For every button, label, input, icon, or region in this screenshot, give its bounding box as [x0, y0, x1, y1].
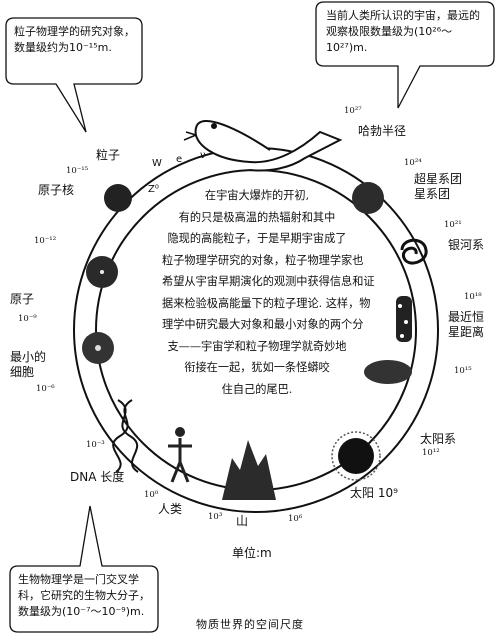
center-paragraph: 在宇宙大爆炸的开初, 有的只是极高温的热辐射和其中 隐现的高能粒子，于是早期宇宙… — [162, 185, 375, 400]
callout-top-right-bubble — [315, 1, 495, 109]
tick-e12: 10¹² — [422, 448, 440, 458]
label-solar-system: 太阳系 — [420, 432, 457, 446]
tick-em3: 10⁻³ — [86, 440, 105, 450]
tick-e15: 10¹⁵ — [454, 366, 472, 376]
figure-caption: 物质世界的空间尺度 — [196, 618, 304, 631]
tick-e6: 10⁶ — [288, 514, 303, 524]
label-galaxy: 银河系 — [448, 238, 485, 252]
center-line: 支——宇宙学和粒子物理学就奇妙地 — [167, 339, 347, 353]
atom-icon-center — [100, 270, 104, 274]
label-atom: 原子 — [10, 292, 35, 306]
symbol-z: Z⁰ — [148, 184, 159, 195]
callout-bottom-left-bubble — [9, 505, 159, 633]
snake-tongue — [183, 131, 197, 141]
callout-bottom-left-text: 生物物理学是一门交叉学科，它研究的生物大分子，数量级为(10⁻⁷～10⁻⁹)m. — [18, 573, 150, 618]
tick-em15: 10⁻¹⁵ — [66, 166, 89, 176]
human-figure-icon — [168, 427, 192, 483]
center-line: 在宇宙大爆炸的开初, — [204, 189, 310, 202]
label-nucleus: 原子核 — [38, 183, 75, 197]
callout-top-right-text: 当前人类所认识的宇宙，最远的观察极限数量级为(10²⁶～10²⁷)m. — [326, 9, 480, 54]
tick-e27: 10²⁷ — [344, 106, 362, 116]
sun-corona-icon — [331, 431, 381, 481]
galaxy-spiral-icon — [400, 238, 428, 265]
tick-em6: 10⁻⁶ — [36, 384, 55, 394]
center-line: 有的只是极高温的热辐射和其中 — [178, 210, 336, 224]
label-hubble: 哈勃半径 — [358, 124, 407, 138]
label-human: 人类 — [158, 502, 183, 516]
symbol-nu: ν — [200, 150, 206, 161]
cell-icon-nucleus — [95, 345, 101, 351]
label-dna: DNA 长度 — [70, 470, 125, 484]
tick-e3: 10³ — [208, 512, 223, 522]
star-cluster-icon — [396, 296, 412, 342]
label-mountain: 山 — [236, 514, 249, 528]
label-particle: 粒子 — [96, 148, 121, 162]
center-line: 衔接在一起，犹如一条怪蟒咬 — [184, 361, 330, 374]
snake-head — [194, 120, 343, 172]
mountain-icon — [222, 440, 276, 500]
dna-helix-icon — [112, 399, 139, 473]
tick-em9: 10⁻⁹ — [18, 314, 37, 324]
snake-eye — [211, 123, 217, 129]
label-sun: 太阳 10⁹ — [350, 486, 398, 500]
sun-icon — [338, 438, 374, 474]
callout-top-left-text: 粒子物理学的研究对象，数量级约为10⁻¹⁵m. — [14, 25, 135, 54]
unit-label: 单位:m — [232, 546, 272, 560]
center-line: 据来检验极高能量下的粒子理论. 这样，物 — [162, 296, 371, 310]
center-line: 理学中研究最大对象和最小对象的两个分 — [162, 318, 364, 331]
center-line: 粒子物理学研究的对象，粒子物理学家也 — [162, 253, 364, 267]
supercluster-icon — [352, 182, 384, 214]
label-nearest-star: 最近恒 星距离 — [448, 310, 485, 339]
solar-system-icon — [364, 360, 412, 384]
tick-e24: 10²⁴ — [404, 158, 422, 168]
symbol-e: e — [176, 154, 183, 165]
tick-e21: 10²¹ — [444, 220, 462, 230]
center-line: 希望从宇宙早期演化的观测中获得信息和证 — [162, 275, 375, 288]
label-cell: 最小的 细胞 — [10, 350, 47, 379]
label-supercluster: 超星系团 星系团 — [414, 172, 463, 201]
callout-top-left-bubble — [5, 17, 143, 133]
nucleus-icon — [104, 184, 132, 212]
center-line: 隐现的高能粒子，于是早期宇宙成了 — [167, 232, 347, 245]
tick-e18: 10¹⁸ — [464, 292, 482, 302]
tick-em12: 10⁻¹² — [34, 236, 57, 246]
symbol-w: W — [152, 158, 162, 169]
tick-e0: 10⁰ — [144, 490, 159, 500]
center-line: 住自己的尾巴. — [221, 382, 293, 396]
